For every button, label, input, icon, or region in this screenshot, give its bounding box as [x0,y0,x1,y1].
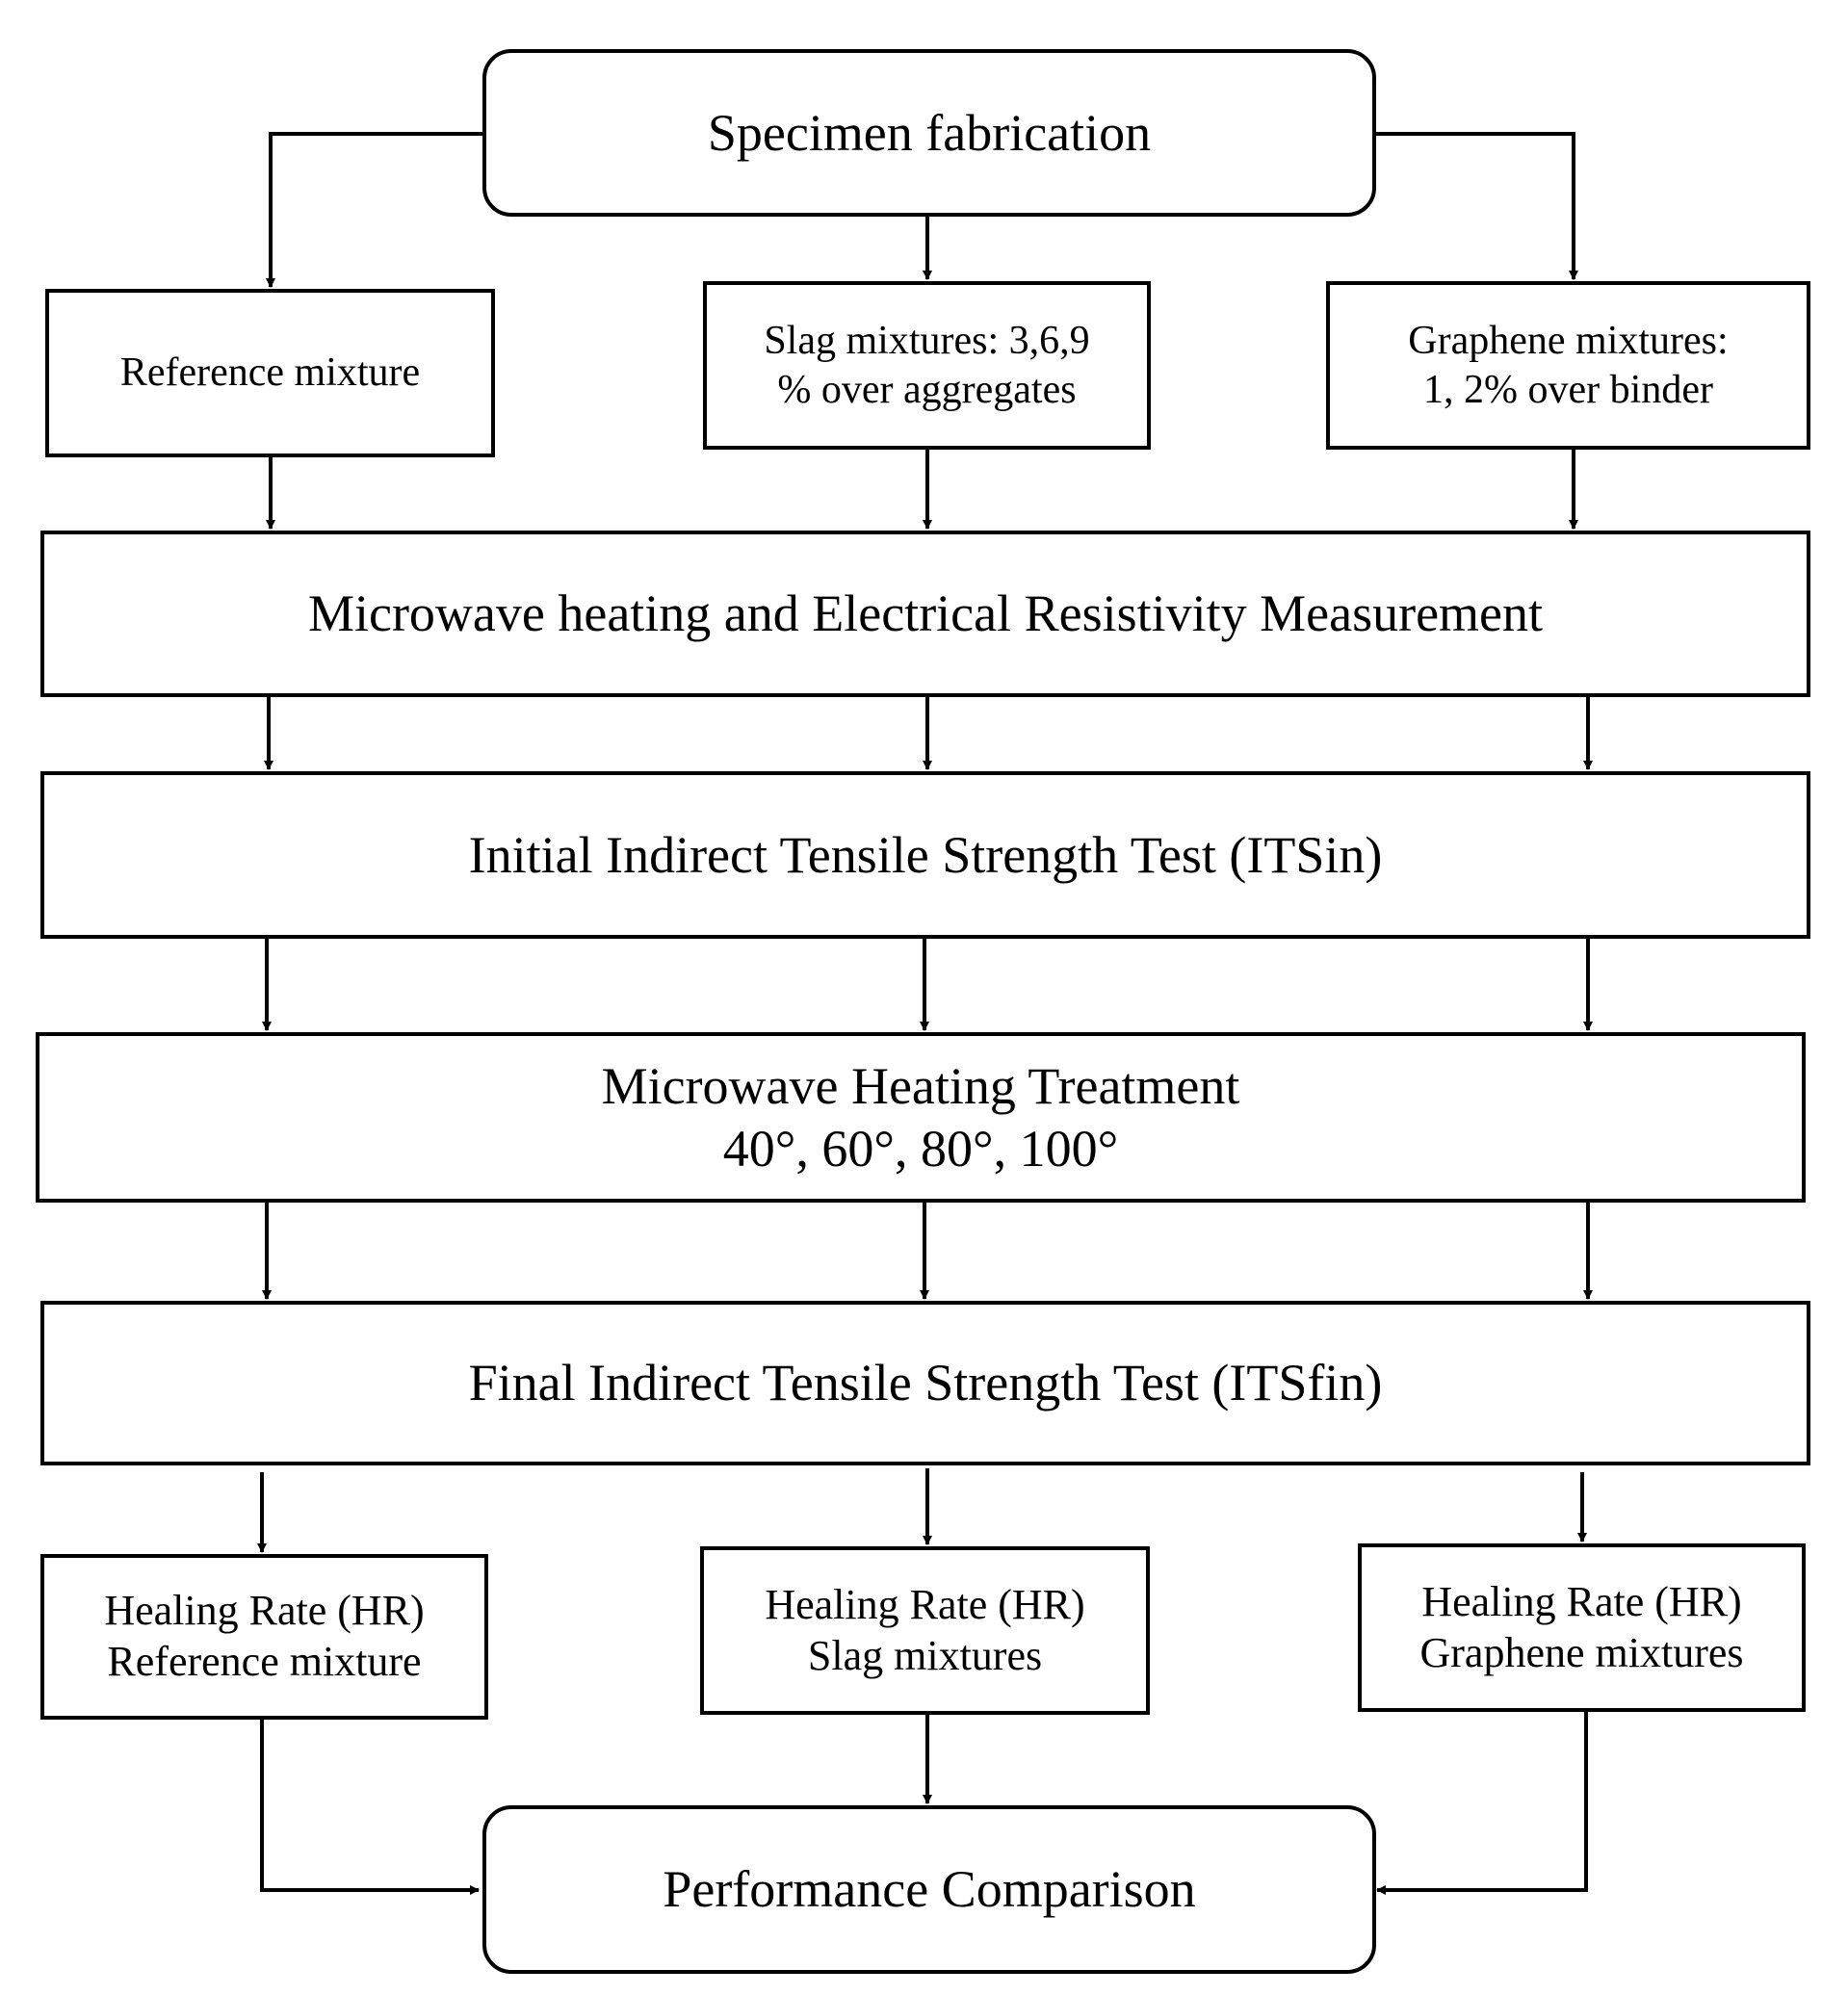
node-graphene-mixtures-line2: 1, 2% over binder [1423,367,1713,412]
arrow-hr-reference-to-comparison [260,1719,480,1895]
arrow-hr-graphene-to-comparison [1376,1711,1588,1895]
node-hr-slag: Healing Rate (HR) Slag mixtures [700,1546,1150,1715]
arrow-start-to-reference [266,132,484,288]
node-graphene-mixtures-line1: Graphene mixtures: [1408,319,1729,364]
node-specimen-fabrication-label: Specimen fabrication [707,103,1152,162]
node-heating-treatment-line1: Microwave Heating Treatment [601,1056,1240,1115]
arrow-start-to-graphene [1374,132,1578,280]
node-heating-treatment: Microwave Heating Treatment 40°, 60°, 80… [36,1032,1806,1203]
node-slag-mixtures: Slag mixtures: 3,6,9 % over aggregates [703,281,1151,450]
node-specimen-fabrication: Specimen fabrication [482,49,1376,217]
node-performance-comparison-label: Performance Comparison [663,1860,1196,1919]
node-slag-mixtures-line1: Slag mixtures: 3,6,9 [764,319,1090,364]
node-hr-reference-line1: Healing Rate (HR) [104,1587,425,1635]
node-initial-its: Initial Indirect Tensile Strength Test (… [40,771,1810,939]
node-hr-reference-line2: Reference mixture [107,1638,422,1685]
node-heating-treatment-line2: 40°, 60°, 80°, 100° [722,1119,1119,1178]
node-hr-reference: Healing Rate (HR) Reference mixture [40,1554,488,1720]
node-final-its-label: Final Indirect Tensile Strength Test (IT… [468,1354,1383,1412]
node-hr-graphene: Healing Rate (HR) Graphene mixtures [1358,1543,1806,1712]
node-initial-its-label: Initial Indirect Tensile Strength Test (… [468,825,1383,884]
node-hr-slag-line1: Healing Rate (HR) [765,1580,1085,1628]
node-reference-mixture-label: Reference mixture [119,350,421,396]
node-graphene-mixtures: Graphene mixtures: 1, 2% over binder [1326,281,1810,450]
node-hr-graphene-line2: Graphene mixtures [1419,1628,1744,1676]
node-hr-slag-line2: Slag mixtures [807,1631,1043,1679]
node-slag-mixtures-line2: % over aggregates [777,367,1077,412]
node-final-its: Final Indirect Tensile Strength Test (IT… [40,1301,1810,1465]
node-reference-mixture: Reference mixture [45,289,495,457]
node-hr-graphene-line1: Healing Rate (HR) [1421,1577,1742,1625]
node-microwave-resistivity-label: Microwave heating and Electrical Resisti… [307,584,1544,643]
node-microwave-resistivity: Microwave heating and Electrical Resisti… [40,531,1810,697]
node-performance-comparison: Performance Comparison [482,1805,1376,1974]
